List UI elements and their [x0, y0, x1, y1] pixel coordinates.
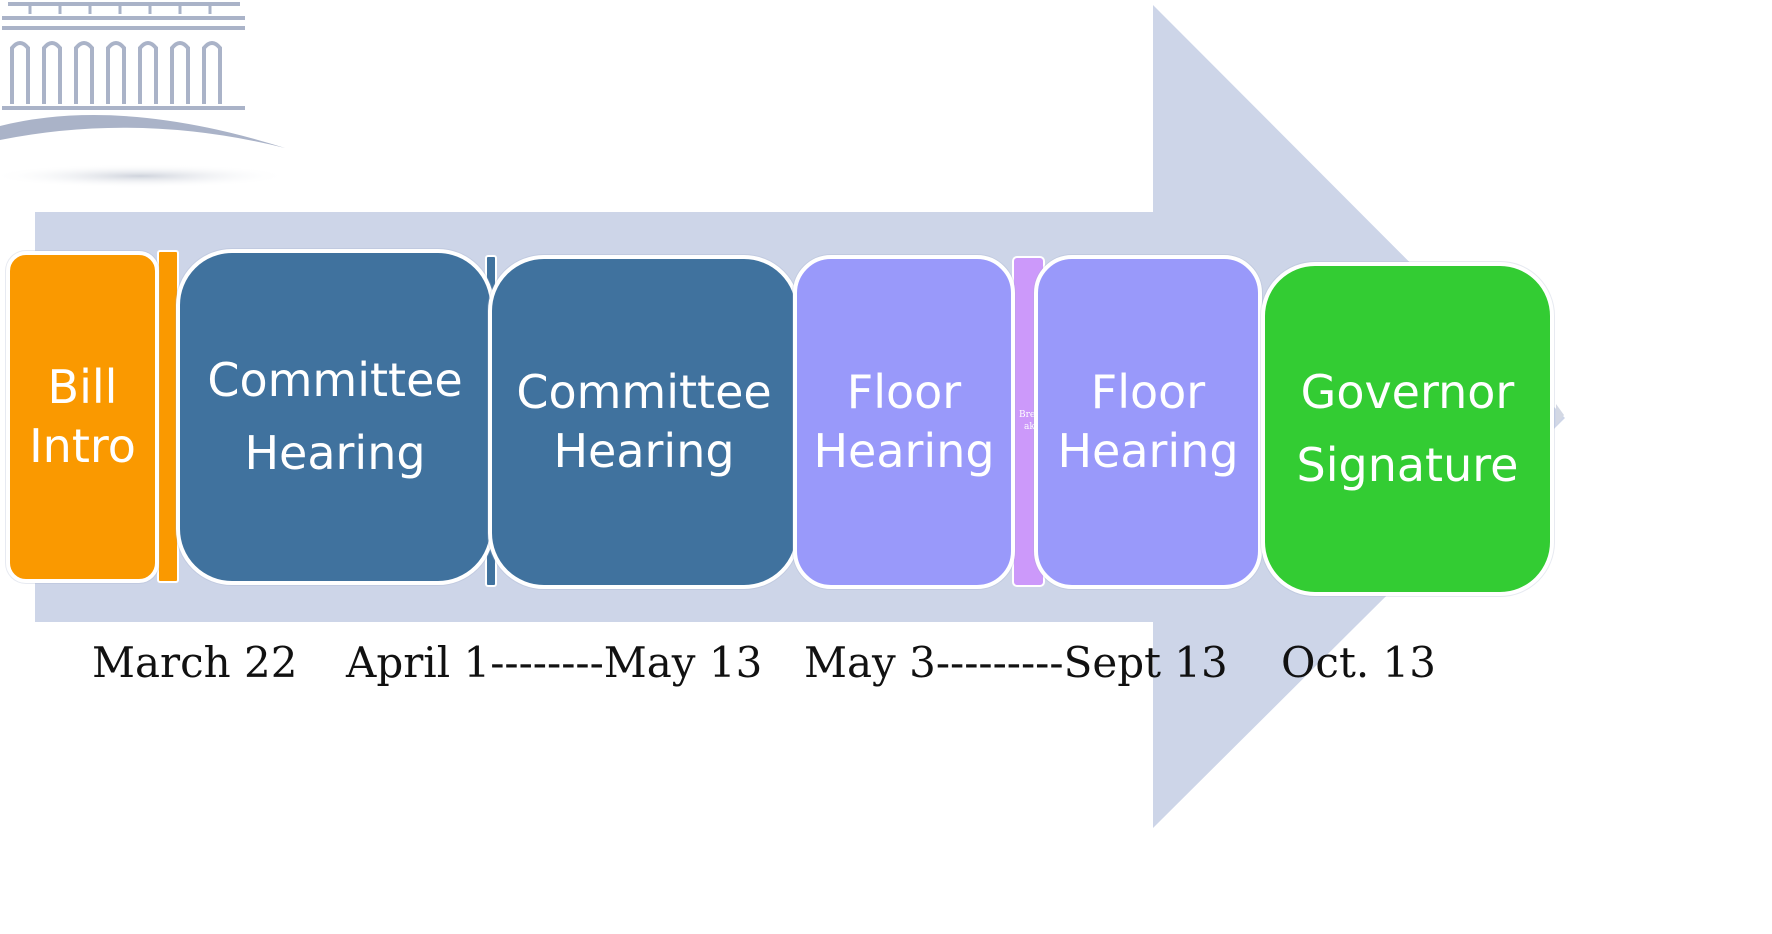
- date-governor-signature: Oct. 13: [1281, 638, 1436, 687]
- break-label-line-2: ak: [1024, 422, 1035, 432]
- step-committee-hearing-2-line-1: Committee: [516, 365, 772, 420]
- step-bill-intro-line-2: Intro: [29, 419, 136, 473]
- step-floor-hearing-1-line-2: Hearing: [813, 424, 995, 478]
- capitol-logo: [0, 2, 290, 188]
- step-floor-hearing-1-line-1: Floor: [846, 365, 962, 420]
- next-chevron-icon: [1556, 404, 1564, 426]
- capitol-top-pillars: [28, 4, 212, 14]
- step-committee-hearing-1-line-1: Committee: [207, 353, 463, 408]
- step-committee-hearing-2-line-2: Hearing: [553, 424, 735, 478]
- step-bill-intro: Bill Intro: [6, 251, 159, 583]
- step-governor-signature: Governor Signature: [1261, 262, 1554, 596]
- capitol-colonnade: [10, 41, 222, 104]
- step-floor-hearing-2-line-1: Floor: [1090, 365, 1206, 420]
- step-bill-intro-line-1: Bill: [47, 360, 118, 415]
- capitol-swoosh: [0, 115, 285, 148]
- step-floor-hearing-2-line-2: Hearing: [1057, 424, 1239, 478]
- step-committee-hearing-1-line-2: Hearing: [244, 426, 426, 480]
- step-governor-signature-line-2: Signature: [1296, 438, 1519, 492]
- date-bill-intro: March 22: [92, 638, 298, 687]
- step-committee-hearing-1: Committee Hearing: [176, 249, 494, 585]
- step-floor-hearing-1: Floor Hearing: [793, 255, 1015, 589]
- date-committee-range: April 1--------May 13: [346, 638, 763, 687]
- date-floor-range: May 3---------Sept 13: [804, 638, 1228, 687]
- step-committee-hearing-2: Committee Hearing: [488, 255, 800, 589]
- break-label-line-1: Bre: [1019, 410, 1036, 420]
- step-governor-signature-line-1: Governor: [1300, 365, 1515, 420]
- capitol-shadow: [0, 164, 290, 188]
- step-floor-hearing-2: Floor Hearing: [1034, 255, 1262, 589]
